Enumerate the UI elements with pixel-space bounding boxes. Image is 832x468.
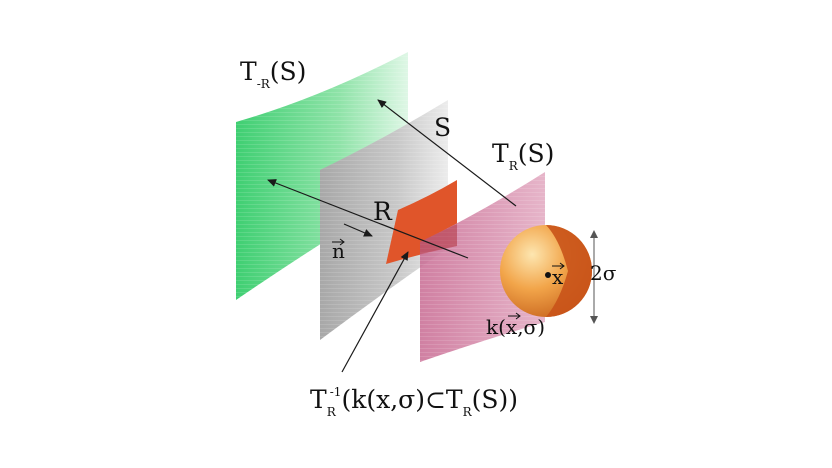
arrow-equation-pointer — [341, 251, 409, 373]
label-kernel: k(x,σ) — [486, 315, 545, 339]
x-point — [545, 272, 551, 278]
label-two-sigma: 2σ — [590, 261, 617, 285]
label-t-minus-r-s: T-R(S) — [240, 57, 306, 91]
arrow-back-left — [267, 179, 469, 259]
label-r: R — [373, 197, 393, 226]
label-n: n — [332, 239, 345, 263]
label-t-r-s: TR(S) — [492, 139, 554, 173]
label-x: x — [552, 265, 564, 289]
equation-label: TR-1(k(x,σ)⊂TR(S)) — [310, 385, 518, 419]
n-vector-arrow-icon — [332, 238, 345, 246]
label-s: S — [434, 113, 451, 142]
x-vector-arrow-icon — [552, 262, 565, 270]
arrow-normal-n — [343, 223, 373, 237]
arrow-up-left — [377, 99, 517, 207]
kernel-x-vector-arrow-icon — [508, 312, 521, 320]
